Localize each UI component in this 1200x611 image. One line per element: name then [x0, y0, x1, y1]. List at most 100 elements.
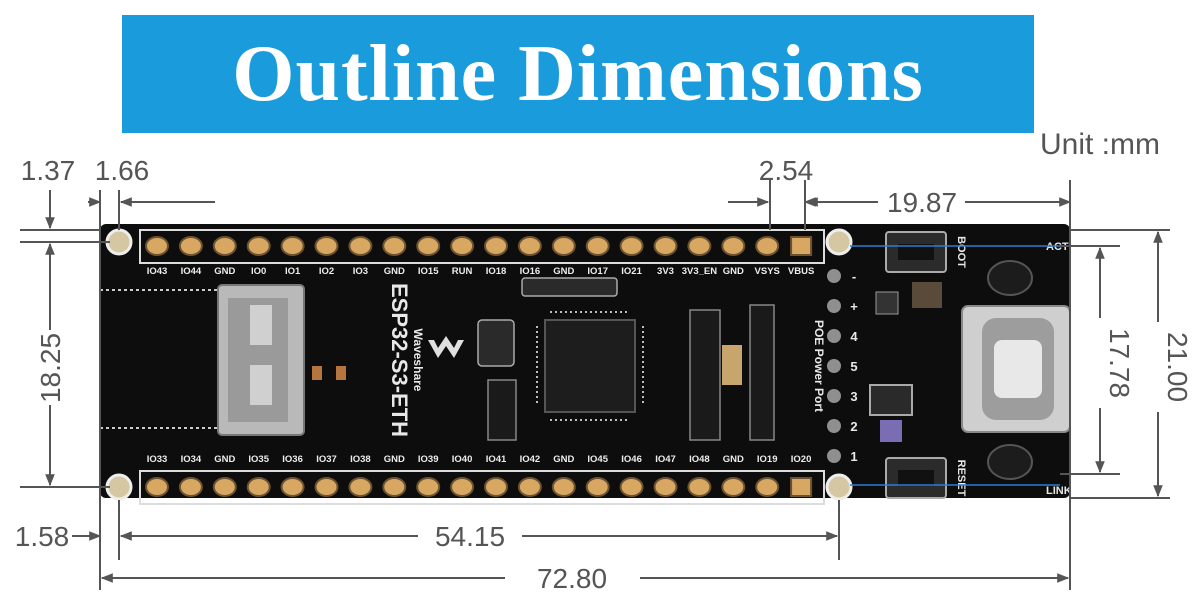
poe-power-port-label: POE Power Port: [812, 320, 826, 412]
dimension-lines: [20, 180, 1170, 590]
pin-label: 3V3_EN: [682, 266, 718, 277]
mount-hole-bottom-right: [825, 473, 853, 501]
header-pad: [517, 236, 542, 256]
pin-label: IO15: [418, 266, 439, 277]
pin-label: GND: [384, 454, 405, 465]
header-pad: [484, 236, 508, 256]
header-pad: [246, 236, 271, 256]
act-label: ACT: [1046, 241, 1069, 253]
header-pad: [280, 236, 305, 256]
pin-label: IO19: [757, 454, 778, 465]
mount-hole-top-left: [105, 228, 133, 256]
poe-pin-label: 5: [850, 359, 857, 374]
poe-pin-label: 4: [850, 329, 858, 344]
header-pad: [246, 477, 271, 497]
pin-label: IO46: [621, 454, 642, 465]
poe-pin-label: 3: [850, 389, 857, 404]
reset-label: RESET: [955, 460, 967, 497]
pin-label: IO47: [655, 454, 676, 465]
header-pad: [178, 236, 203, 256]
header-pad: [653, 477, 678, 497]
header-pad: [790, 236, 813, 256]
pin-label: IO37: [316, 454, 337, 465]
title-banner: Outline Dimensions: [122, 15, 1034, 133]
dim-1-37: 1.37: [21, 155, 76, 186]
header-pad: [653, 236, 678, 256]
dim-1-58: 1.58: [15, 521, 70, 552]
header-pad: [314, 477, 339, 497]
pin-label: GND: [553, 266, 574, 277]
pin-label: IO34: [181, 454, 202, 465]
dimension-values: 1.37 1.66 2.54 19.87 18.25 17.78 21.00 1…: [15, 155, 1193, 594]
dim-1-66: 1.66: [95, 155, 150, 186]
pin-label: GND: [723, 454, 744, 465]
pin-label: IO33: [147, 454, 168, 465]
header-pad: [585, 477, 610, 497]
header-pad: [619, 477, 644, 497]
pin-label: GND: [723, 266, 744, 277]
pin-label: IO0: [251, 266, 266, 277]
brand-name: Waveshare: [411, 329, 425, 392]
dim-54-15: 54.15: [435, 521, 505, 552]
pin-label: IO20: [791, 454, 812, 465]
header-pad: [484, 477, 508, 497]
header-pad: [450, 477, 475, 497]
pin-label: IO43: [147, 266, 168, 277]
pin-label: VBUS: [788, 266, 814, 277]
pin-label: IO3: [353, 266, 368, 277]
pin-label: IO21: [621, 266, 642, 277]
top-header-pins: [145, 236, 813, 256]
dim-18-25: 18.25: [35, 333, 66, 403]
header-pad: [687, 477, 712, 497]
board-name: ESP32-S3-ETH: [387, 283, 412, 437]
poe-pin-label: 2: [850, 419, 857, 434]
header-pad: [450, 236, 475, 256]
boot-label: BOOT: [955, 236, 967, 268]
header-pad: [145, 236, 169, 256]
pin-label: IO41: [486, 454, 507, 465]
dim-19-87: 19.87: [887, 187, 957, 218]
pin-label: IO16: [520, 266, 541, 277]
header-pad: [314, 236, 339, 256]
pin-label: IO39: [418, 454, 439, 465]
header-pad: [551, 236, 576, 256]
header-pad: [382, 236, 407, 256]
pin-label: IO35: [248, 454, 269, 465]
header-pad: [755, 477, 780, 497]
poe-pin-label: 1: [850, 449, 857, 464]
header-pad: [382, 477, 407, 497]
pin-label: IO40: [452, 454, 473, 465]
header-pad: [178, 477, 203, 497]
header-pad: [416, 477, 441, 497]
dim-2-54: 2.54: [759, 155, 814, 186]
pin-label: GND: [384, 266, 405, 277]
header-pad: [348, 477, 373, 497]
header-pad: [348, 236, 373, 256]
header-pad: [721, 477, 746, 497]
dim-72-80: 72.80: [537, 563, 607, 594]
header-pad: [517, 477, 542, 497]
header-pad: [687, 236, 712, 256]
pin-label: IO42: [520, 454, 541, 465]
header-pad: [619, 236, 644, 256]
pin-label: IO17: [587, 266, 608, 277]
dim-17-78: 17.78: [1104, 328, 1135, 398]
header-pad: [755, 236, 780, 256]
link-label: LINK: [1046, 485, 1072, 497]
unit-label: Unit :mm: [1040, 128, 1160, 161]
pin-label: RUN: [452, 266, 473, 277]
header-pad: [790, 477, 813, 497]
pin-label: IO1: [285, 266, 301, 277]
mount-hole-top-right: [825, 228, 853, 256]
pin-label: GND: [214, 266, 235, 277]
pin-label: GND: [553, 454, 574, 465]
header-pad: [212, 236, 237, 256]
page-title: Outline Dimensions: [232, 29, 924, 118]
main-chip: [544, 319, 636, 413]
mount-hole-bottom-left: [105, 473, 133, 501]
